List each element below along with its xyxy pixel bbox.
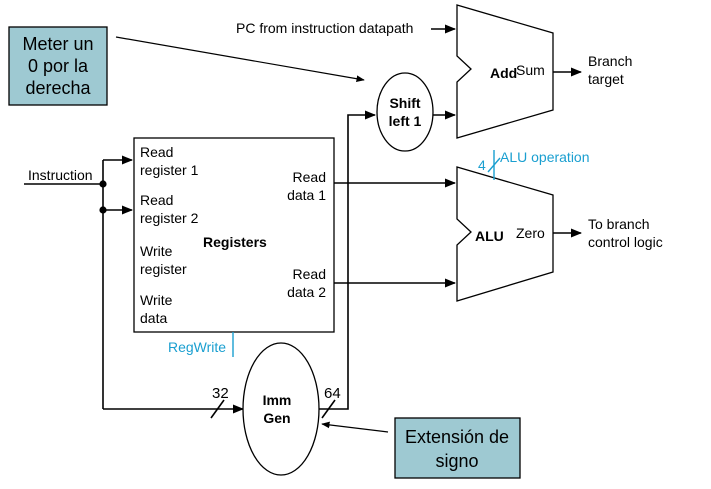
write-data-label-1: Write [140,292,173,308]
alu-operation-slash [487,157,501,173]
read-register-1-label-2: register 1 [140,162,199,178]
branch-target-label-2: target [588,71,624,87]
to-branch-label-2: control logic [588,234,663,250]
alu-unit [456,166,554,302]
read-register-1-label-1: Read [140,144,173,160]
shift-note-pointer [115,36,365,83]
regwrite-label: RegWrite [168,339,226,355]
adder-unit [456,4,554,139]
shift-note-line-3: derecha [25,78,91,98]
imm-gen-output-wire [319,110,377,410]
shift-note-line-2: 0 por la [28,56,89,76]
alu-operation-width: 4 [478,157,486,173]
read-data-1-label-1: Read [293,169,326,185]
read-data-2-label-2: data 2 [287,284,326,300]
shift-note-box [8,26,108,106]
write-data-label-2: data [140,310,167,326]
read-data-2-label-1: Read [293,266,326,282]
read-register-2-label-2: register 2 [140,210,199,226]
shift-label-1: Shift [389,95,420,111]
read-data-1-label-2: data 1 [287,187,326,203]
imm-in-width: 32 [212,385,229,402]
sign-note-box [394,417,521,479]
imm-gen-unit [242,342,320,476]
alu-zero-label: Zero [516,225,545,241]
shift-label-2: left 1 [389,113,422,129]
to-branch-label-1: To branch [588,216,649,232]
imm-out-slash [321,399,336,419]
read-register-2-label-1: Read [140,192,173,208]
imm-gen-label-2: Gen [263,410,290,426]
pc-input-label: PC from instruction datapath [236,20,413,36]
alu-operation-label: ALU operation [500,149,590,165]
register-file [133,137,335,333]
registers-label: Registers [203,234,267,250]
shift-note-line-1: Meter un [22,34,93,54]
instruction-label: Instruction [28,167,93,183]
junction-dot-1 [99,180,107,188]
branch-target-label-1: Branch [588,53,632,69]
write-register-label-2: register [140,261,187,277]
imm-out-width: 64 [324,385,341,402]
sign-note-pointer [321,421,389,433]
sign-note-line-2: signo [435,451,478,471]
imm-in-slash [210,399,225,419]
adder-sum-label: Sum [516,62,545,78]
alu-label: ALU [475,228,504,244]
shift-left-unit [376,72,434,152]
write-register-label-1: Write [140,243,173,259]
adder-label: Add [490,65,517,81]
imm-gen-label-1: Imm [263,392,292,408]
sign-note-line-1: Extensión de [405,427,509,447]
